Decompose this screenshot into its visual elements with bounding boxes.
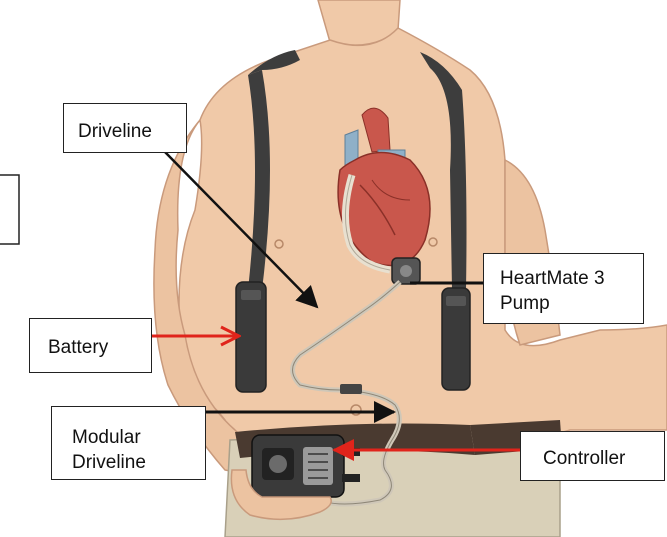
cropped-label-box bbox=[0, 175, 19, 244]
label-modular-line1: Modular bbox=[72, 425, 205, 450]
label-controller: Controller bbox=[520, 431, 665, 481]
label-modular-line2: Driveline bbox=[72, 450, 205, 475]
label-heartmate-line1: HeartMate 3 bbox=[500, 266, 643, 291]
label-modular-driveline: Modular Driveline bbox=[51, 406, 206, 480]
label-battery: Battery bbox=[29, 318, 152, 373]
battery-pack-right bbox=[442, 288, 470, 390]
controller-device-icon bbox=[252, 435, 360, 497]
label-heartmate-pump: HeartMate 3 Pump bbox=[483, 253, 644, 324]
label-heartmate-line2: Pump bbox=[500, 291, 643, 316]
label-driveline-text: Driveline bbox=[78, 119, 186, 144]
pump-icon bbox=[392, 258, 420, 284]
label-driveline: Driveline bbox=[63, 103, 187, 153]
battery-pack-left bbox=[236, 282, 266, 392]
label-controller-text: Controller bbox=[543, 446, 664, 471]
label-battery-text: Battery bbox=[48, 335, 151, 360]
